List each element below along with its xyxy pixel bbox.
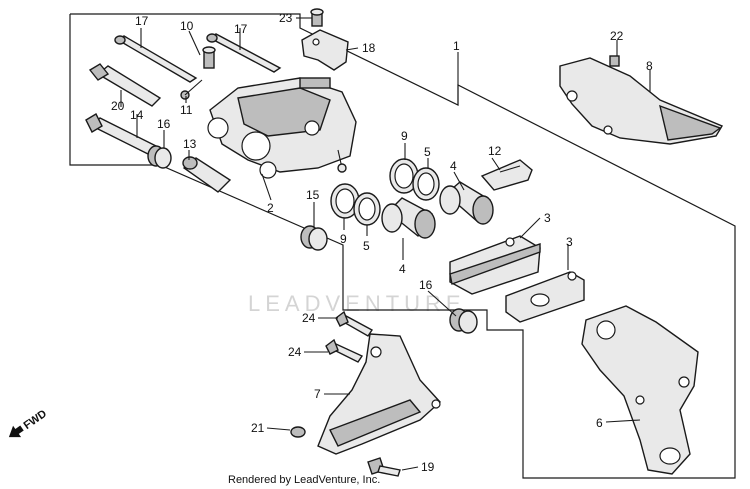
caliper-body-2 [207,77,357,179]
piston-4-upper [439,181,494,225]
bolt-24-upper [335,310,374,337]
callout-16-left: 16 [157,117,171,131]
screw-11 [180,79,203,100]
callout-3-upper: 3 [544,211,551,225]
bolt-22 [609,55,620,67]
guard-7 [317,333,441,455]
callout-6: 6 [596,416,603,430]
callout-15: 15 [306,188,320,202]
pad-3-upper [449,235,541,295]
callout-17-left: 17 [135,14,149,28]
callout-24-lower: 24 [288,345,302,359]
watermark: LEADVENTURE [248,291,466,316]
callout-17-right: 17 [234,22,248,36]
callout-14: 14 [130,108,144,122]
callout-3-lower: 3 [566,235,573,249]
seal-5-lower [353,192,381,226]
assembly-frame [69,13,736,479]
callout-5-upper: 5 [424,145,431,159]
bolt-20 [88,63,162,107]
callout-19: 19 [421,460,435,474]
callout-4-upper: 4 [450,159,457,173]
boot-16-right [449,308,478,334]
footer-credit: Rendered by LeadVenture, Inc. [228,474,380,486]
fwd-indicator: FWD [8,408,49,438]
callout-23: 23 [279,11,293,25]
callout-4-lower: 4 [399,262,406,276]
bleeder-10 [202,46,216,69]
callout-10: 10 [180,19,194,33]
callout-9-lower: 9 [340,232,347,246]
pin-17-right [206,33,282,73]
piston-4-lower [381,197,436,239]
callout-5-lower: 5 [363,239,370,253]
callout-16-right: 16 [419,278,433,292]
callout-labels: 17 10 17 23 18 1 20 11 14 16 13 2 15 9 5… [111,11,653,474]
nut-21 [290,426,306,438]
clip-12 [480,159,533,191]
callout-21: 21 [251,421,265,435]
callout-12: 12 [488,144,502,158]
fwd-arrow-icon [8,425,24,438]
callout-7: 7 [314,387,321,401]
callout-18: 18 [362,41,376,55]
bracket-18 [301,29,349,71]
callout-24-upper: 24 [302,311,316,325]
bolt-23 [310,8,324,27]
fwd-label: FWD [22,408,49,432]
sleeve-13 [182,156,232,193]
pad-3-lower [505,271,585,323]
bolt-19 [367,457,401,477]
seal-5-upper [412,167,440,201]
boot-15 [300,225,328,251]
bolt-14 [85,113,170,161]
callout-11: 11 [180,103,193,117]
pin-17-left [114,35,198,83]
boot-16-left [147,145,172,169]
leader-lines [120,17,651,471]
callout-22: 22 [610,29,624,43]
guard-8 [559,57,724,145]
callout-13: 13 [183,137,197,151]
callout-1: 1 [453,39,460,53]
callout-20: 20 [111,99,125,113]
bracket-6 [581,305,699,475]
callout-9-upper: 9 [401,129,408,143]
callout-2: 2 [267,201,274,215]
callout-8: 8 [646,59,653,73]
bolt-24-lower [325,338,364,363]
